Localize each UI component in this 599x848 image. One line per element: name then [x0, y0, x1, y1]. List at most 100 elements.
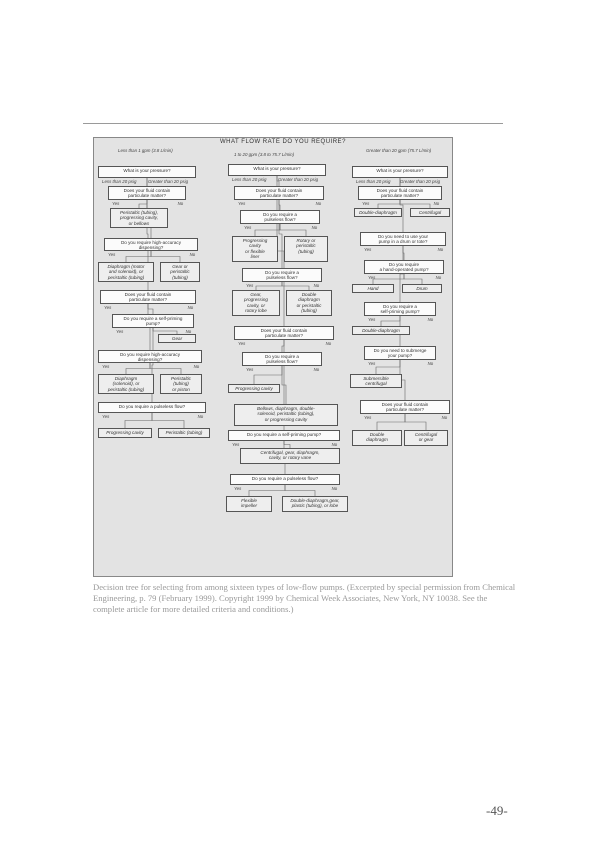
branch-label-l13-0: Yes: [102, 414, 110, 419]
connector-m15-m17: [284, 485, 316, 496]
branch-label-r5-0: Yes: [364, 247, 372, 252]
pump-result-box-m4: Progressing cavity or flexible liner: [232, 236, 278, 262]
figure-caption: Decision tree for selecting from among s…: [93, 582, 516, 615]
branch-label-l7-1: No: [187, 305, 194, 310]
branch-label-r6-0: Yes: [368, 275, 376, 280]
question-box-l13: Do you require a pulseless flow?: [98, 402, 206, 413]
pump-result-box-r14: Double diaphragm: [352, 430, 402, 446]
connector-m6-m7: [255, 282, 283, 290]
branch-label-m10-1: No: [313, 367, 320, 372]
pump-result-box-m16: Flexible impeller: [226, 496, 272, 512]
branch-label-l13-1: No: [197, 414, 204, 419]
question-box-m1: What is your pressure?: [228, 164, 326, 176]
branch-label-l1-1: Greater than 20 psig: [148, 179, 189, 184]
connector-l4-l6: [150, 251, 181, 262]
pump-result-box-l14: Progressing cavity: [98, 428, 152, 438]
question-box-l2: Does your fluid contain particulate matt…: [108, 186, 186, 200]
decision-tree-chart: WHAT FLOW RATE DO YOU REQUIRE? Less than…: [93, 137, 453, 577]
connector-r5-r9: [399, 246, 404, 302]
branch-label-l8-1: No: [185, 329, 192, 334]
connector-r11-r13: [399, 360, 406, 400]
branch-label-l8-0: Yes: [116, 329, 124, 334]
connector-l13-l15: [151, 413, 185, 428]
branch-label-r1-0: Less than 20 psig: [356, 179, 391, 184]
pump-result-box-l9: Gear: [158, 334, 196, 343]
connector-m6-m8: [281, 282, 310, 290]
branch-label-m2-1: No: [315, 201, 322, 206]
pump-result-box-r7: Hand: [352, 284, 394, 293]
connector-r13-r14: [376, 414, 406, 430]
branch-label-m1-0: Less than 20 psig: [232, 177, 267, 182]
connector-m15-m16: [248, 485, 286, 496]
branch-label-m13-0: Yes: [232, 442, 240, 447]
question-box-r13: Does your fluid contain particulate matt…: [360, 400, 450, 414]
question-box-m13: Do you require a self-priming pump?: [228, 430, 340, 441]
branch-label-r9-0: Yes: [368, 317, 376, 322]
connector-m10-m11: [253, 366, 283, 384]
question-box-m15: Do you require a pulseless flow?: [230, 474, 340, 485]
branch-label-l4-1: No: [189, 252, 196, 257]
branch-label-m1-1: Greater than 20 psig: [278, 177, 319, 182]
pump-result-box-l3: Peristaltic (tubing), progressing cavity…: [110, 208, 168, 228]
connector-l10-l12: [149, 363, 182, 374]
pump-result-box-r4: Centrifugal: [410, 208, 450, 217]
connector-r6-r7: [372, 274, 405, 284]
question-box-r5: Do you need to use your pump in a drum o…: [360, 232, 446, 246]
question-box-l4: Do you require high-accuracy dispensing?: [104, 238, 198, 251]
connector-r6-r8: [403, 274, 423, 284]
branch-label-r1-1: Greater than 20 psig: [400, 179, 441, 184]
pump-result-box-m8: Double diaphragm or peristaltic (tubing): [286, 290, 332, 316]
connector-l4-l5: [125, 251, 152, 262]
branch-label-r5-1: No: [437, 247, 444, 252]
question-box-r2: Does your fluid contain particulate matt…: [358, 186, 442, 200]
branch-label-m9-0: Yes: [238, 341, 246, 346]
question-box-m2: Does your fluid contain particulate matt…: [234, 186, 324, 200]
connector-m3-m4: [254, 224, 281, 236]
branch-label-l2-1: No: [177, 201, 184, 206]
connector-l7-l8: [147, 304, 154, 314]
branch-label-l4-0: Yes: [108, 252, 116, 257]
connector-l10-l11: [125, 363, 151, 374]
branch-label-r13-1: No: [441, 415, 448, 420]
pump-result-box-r10: Double-diaphragm: [352, 326, 410, 335]
question-box-r1: What is your pressure?: [352, 166, 448, 178]
branch-label-m13-1: No: [331, 442, 338, 447]
question-box-m10: Do you require a pulseless flow?: [242, 352, 322, 366]
branch-label-m2-0: Yes: [238, 201, 246, 206]
header-rule: [83, 123, 503, 124]
branch-label-m6-0: Yes: [246, 283, 254, 288]
branch-label-l10-0: Yes: [102, 364, 110, 369]
connector-r2-r4: [399, 200, 431, 208]
chart-title: WHAT FLOW RATE DO YOU REQUIRE?: [220, 139, 346, 145]
branch-label-r9-1: No: [427, 317, 434, 322]
branch-label-m6-1: No: [313, 283, 320, 288]
branch-label-r6-1: No: [435, 275, 442, 280]
pump-result-box-m12: Bellows, diaphragm, double- solenoid, pe…: [234, 404, 338, 426]
pump-result-box-l5: Diaphragm (motor and solenoid), or peris…: [98, 262, 154, 282]
pump-result-box-m7: Gear, progressing cavity, or rotary lobe: [232, 290, 280, 316]
pump-result-box-r3: Double-diaphragm: [354, 208, 402, 217]
connector-r9-r10: [380, 316, 401, 326]
question-box-m9: Does your fluid contain particulate matt…: [234, 326, 334, 340]
connector-lines: [124, 176, 431, 496]
branch-label-l10-1: No: [193, 364, 200, 369]
pump-result-box-r12: Submersible centrifugal: [350, 374, 402, 388]
pump-result-box-r15: Centrifugal or gear: [404, 430, 448, 446]
question-box-r11: Do you need to submerge your pump?: [364, 346, 436, 360]
question-box-l7: Does your fluid contain particulate matt…: [100, 290, 196, 304]
branch-label-r11-1: No: [427, 361, 434, 366]
branch-label-l2-0: Yes: [112, 201, 120, 206]
branch-label-r11-0: Yes: [368, 361, 376, 366]
question-box-l8: Do you require a self-priming pump?: [112, 314, 194, 328]
pump-result-box-l12: Peristaltic (tubing) or piston: [160, 374, 202, 394]
column-label-low: Less than 1 gpm (3.8 L/min): [118, 148, 173, 153]
pump-result-box-m5: Rotary or peristaltic (tubing): [284, 236, 328, 262]
pump-result-box-m11: Progressing cavity: [228, 384, 280, 393]
branch-label-m9-1: No: [325, 341, 332, 346]
question-box-r9: Do you require a self-priming pump?: [364, 302, 436, 316]
branch-label-m3-1: No: [311, 225, 318, 230]
connector-m13-m14: [283, 441, 291, 448]
question-box-m6: Do you require a pulseless flow?: [242, 268, 322, 282]
column-label-mid: 1 to 20 gpm (3.8 to 75.7 L/min): [234, 152, 295, 157]
connector-m3-m5: [279, 224, 307, 236]
